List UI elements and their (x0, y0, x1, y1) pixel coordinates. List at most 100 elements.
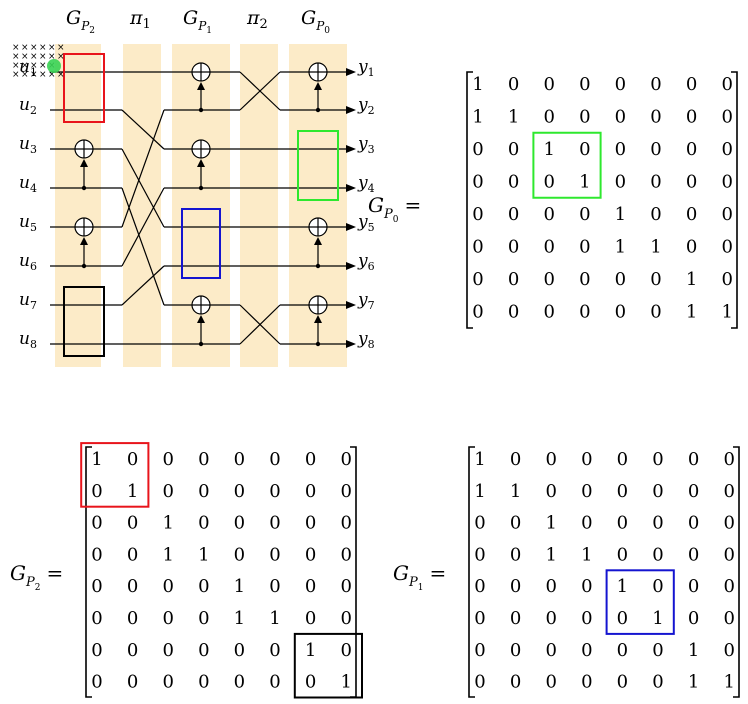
gp0-xor-dot (315, 107, 321, 113)
matrix-entry: 1 (581, 544, 592, 565)
matrix-entry: 0 (723, 640, 734, 661)
cursor-marker (47, 59, 61, 73)
matrix-entry: 0 (91, 513, 102, 534)
matrix-entry: 1 (688, 672, 699, 693)
matrix-entry: 1 (127, 481, 138, 502)
matrix-entry: 0 (579, 204, 590, 225)
matrix-entry: 0 (723, 513, 734, 534)
selection-grid-mark: × (30, 52, 38, 62)
matrix-gp0-label: GP0= (368, 193, 421, 225)
matrix-entry: 1 (474, 449, 485, 470)
matrix-entry: 1 (305, 640, 316, 661)
matrix-entry: 0 (269, 513, 280, 534)
matrix-entry: 0 (510, 672, 521, 693)
matrix-entry: 0 (305, 481, 316, 502)
matrix-entry: 0 (688, 513, 699, 534)
matrix-entry: 0 (340, 544, 351, 565)
matrix-entry: 0 (510, 608, 521, 629)
matrix-entry: 0 (652, 576, 663, 597)
matrix-entry: 0 (198, 672, 209, 693)
matrix-entry: 0 (686, 74, 697, 95)
matrix-entry: 0 (617, 640, 628, 661)
matrix-entry: 0 (545, 576, 556, 597)
selection-grid-overlay: ××××××××××××××××××××××× (12, 43, 65, 80)
output-label-y5: y5 (357, 212, 375, 234)
matrix-entry: 1 (162, 544, 173, 565)
matrix-entry: 0 (162, 481, 173, 502)
matrix-entry: 1 (472, 107, 483, 128)
matrix-entry: 0 (269, 576, 280, 597)
selection-grid-mark: × (21, 70, 29, 80)
matrix-entry: 0 (198, 640, 209, 661)
matrix-entry: 0 (508, 74, 519, 95)
output-arrow (346, 145, 356, 153)
matrix-entry: 0 (305, 513, 316, 534)
matrix-entry: 0 (543, 302, 554, 323)
matrix-right-bracket (731, 71, 738, 329)
output-label-y4: y4 (357, 173, 375, 195)
matrix-entry: 0 (650, 204, 661, 225)
matrix-entry: 0 (650, 139, 661, 160)
gp2-xor-arrow (80, 237, 88, 245)
matrix-entry: 1 (650, 237, 661, 258)
matrix-entry: 0 (340, 449, 351, 470)
selection-grid-mark: × (30, 43, 38, 53)
selection-grid-mark: × (12, 61, 20, 71)
matrix-entry: 0 (686, 237, 697, 258)
output-label-y3: y3 (357, 134, 375, 156)
matrix-entry: 0 (579, 107, 590, 128)
matrix-entry: 0 (617, 513, 628, 534)
matrix-entry: 0 (543, 237, 554, 258)
matrix-entry: 1 (508, 107, 519, 128)
matrix-left-bracket (85, 446, 92, 698)
matrix-entry: 0 (127, 544, 138, 565)
selection-grid-mark: × (21, 52, 29, 62)
selection-grid-mark: × (39, 70, 47, 80)
matrix-entry: 1 (162, 513, 173, 534)
selection-grid-mark: × (39, 61, 47, 71)
matrix-entry: 0 (688, 608, 699, 629)
matrix-entry: 0 (127, 513, 138, 534)
matrix-entry: 1 (545, 544, 556, 565)
matrix-entry: 0 (269, 544, 280, 565)
matrix-entry: 0 (723, 608, 734, 629)
matrix-entry: 0 (234, 513, 245, 534)
matrix-entry: 1 (340, 672, 351, 693)
matrix-entry: 0 (234, 449, 245, 470)
matrix-entry: 0 (510, 576, 521, 597)
matrix-entry: 0 (508, 302, 519, 323)
matrix-entry: 0 (652, 449, 663, 470)
matrix-entry: 0 (615, 172, 626, 193)
matrix-entry: 0 (615, 302, 626, 323)
selection-grid-mark: × (30, 61, 38, 71)
matrix-entry: 0 (269, 449, 280, 470)
matrix-entry: 1 (510, 481, 521, 502)
matrix-entry: 0 (721, 139, 732, 160)
matrix-entry: 1 (543, 139, 554, 160)
gp1-xor-arrow (197, 82, 205, 90)
gp1-xor-dot (198, 107, 204, 113)
matrix-entry: 0 (305, 576, 316, 597)
matrix-entry: 0 (162, 672, 173, 693)
matrix-entry: 0 (581, 608, 592, 629)
output-arrow (346, 262, 356, 270)
matrix-entry: 0 (305, 449, 316, 470)
matrix-entry: 0 (615, 269, 626, 290)
selection-grid-mark: × (12, 52, 20, 62)
output-labels: y1 y2 y3 y4 y5 y6 y7 y8 (357, 57, 375, 351)
gp1-highlight-box (181, 208, 221, 279)
input-label-u6: u6 (19, 251, 37, 273)
gp0-xor-dot (315, 341, 321, 347)
matrix-gp1-label: GP1= (393, 561, 446, 593)
matrix-entry: 0 (127, 608, 138, 629)
matrix-entry: 0 (686, 172, 697, 193)
matrix-entry: 0 (162, 640, 173, 661)
matrix-highlight-box (605, 569, 675, 635)
matrix-entry: 1 (615, 204, 626, 225)
matrix-entry: 0 (686, 204, 697, 225)
matrix-entry: 0 (91, 481, 102, 502)
matrix-entry: 0 (617, 608, 628, 629)
matrix-entry: 0 (269, 672, 280, 693)
